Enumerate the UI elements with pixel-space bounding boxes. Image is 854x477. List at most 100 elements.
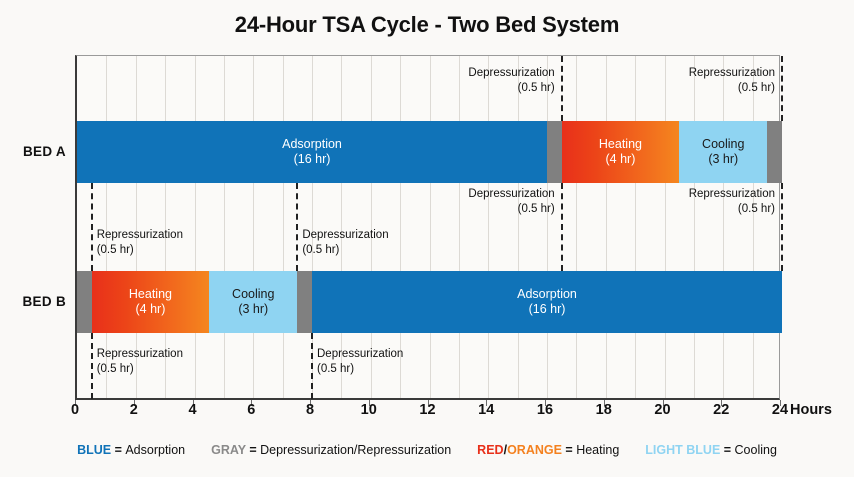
segment-label: Cooling bbox=[702, 137, 745, 152]
x-tick-label: 2 bbox=[129, 402, 138, 418]
x-tick-mark bbox=[75, 400, 76, 406]
bar-segment-repressurization[interactable] bbox=[767, 121, 782, 183]
gridline bbox=[752, 56, 754, 398]
legend-separator: = bbox=[111, 443, 126, 457]
legend-key: RED bbox=[477, 443, 504, 457]
x-tick-mark bbox=[133, 400, 135, 406]
gridline bbox=[517, 56, 519, 398]
gridline bbox=[488, 56, 490, 398]
x-tick-label: 22 bbox=[713, 402, 730, 418]
row-label-bed-a: BED A bbox=[22, 144, 66, 159]
gridline bbox=[253, 56, 255, 398]
bar-row-bed-a: Adsorption(16 hr)Heating(4 hr)Cooling(3 … bbox=[77, 121, 782, 183]
gridline bbox=[106, 56, 108, 398]
bar-segment-depressurization[interactable] bbox=[547, 121, 562, 183]
legend-key: LIGHT BLUE bbox=[645, 443, 721, 457]
segment-duration: (4 hr) bbox=[605, 152, 636, 166]
x-tick-mark bbox=[721, 400, 723, 406]
legend-separator: = bbox=[561, 443, 577, 457]
x-tick-label: 20 bbox=[654, 402, 671, 418]
gridline bbox=[370, 56, 372, 398]
gridline bbox=[400, 56, 402, 398]
x-tick-mark bbox=[780, 400, 781, 406]
legend-key: GRAY bbox=[211, 443, 246, 457]
bar-segment-cooling[interactable]: Cooling(3 hr) bbox=[679, 121, 768, 183]
segment-label: Adsorption bbox=[517, 287, 577, 302]
gridline bbox=[547, 56, 548, 398]
annotation-a-depress-top: Depressurization (0.5 hr) bbox=[468, 66, 554, 96]
x-tick-label: 4 bbox=[188, 402, 197, 418]
gridline bbox=[135, 56, 137, 398]
bar-segment-depressurization[interactable] bbox=[297, 271, 312, 333]
annotation-leader-line bbox=[560, 56, 563, 121]
x-tick-label: 12 bbox=[419, 402, 436, 418]
annotation-duration: (0.5 hr) bbox=[737, 202, 775, 215]
legend-separator: = bbox=[720, 443, 735, 457]
x-tick-mark bbox=[603, 400, 605, 406]
annotation-label: Repressurization bbox=[688, 188, 775, 200]
bar-segment-heating[interactable]: Heating(4 hr) bbox=[91, 271, 210, 333]
x-tick-mark bbox=[427, 400, 429, 406]
annotation-label: Depressurization bbox=[468, 67, 555, 79]
annotation-leader-line bbox=[296, 183, 299, 271]
annotation-label: Depressurization bbox=[302, 229, 389, 241]
segment-label: Heating bbox=[128, 287, 172, 302]
bar-segment-repressurization[interactable] bbox=[77, 271, 92, 333]
annotation-duration: (0.5 hr) bbox=[96, 243, 134, 256]
bar-row-bed-b: Heating(4 hr)Cooling(3 hr)Adsorption(16 … bbox=[77, 271, 782, 333]
gridline bbox=[429, 56, 431, 398]
x-tick-label: 18 bbox=[595, 402, 612, 418]
legend-value: Adsorption bbox=[125, 443, 186, 457]
segment-duration: (4 hr) bbox=[135, 302, 166, 316]
legend-slash: / bbox=[503, 443, 508, 457]
annotation-a-repress-top: Repressurization(0.5 hr) bbox=[689, 66, 775, 96]
gridline bbox=[664, 56, 666, 398]
x-tick-mark bbox=[662, 400, 664, 406]
legend-separator: = bbox=[245, 443, 261, 457]
gridline bbox=[693, 56, 695, 398]
bar-segment-heating[interactable]: Heating(4 hr) bbox=[561, 121, 680, 183]
annotation-duration: (0.5 hr) bbox=[317, 362, 355, 375]
segment-label: Cooling bbox=[232, 287, 275, 302]
annotation-label: Repressurization bbox=[688, 67, 775, 79]
annotation-leader-line bbox=[90, 333, 93, 399]
annotation-label: Repressurization bbox=[96, 229, 183, 241]
annotation-duration: (0.5 hr) bbox=[517, 81, 555, 94]
annotation-leader-line bbox=[90, 183, 93, 271]
row-label-bed-b: BED B bbox=[22, 294, 66, 309]
legend-item-heating: RED/ORANGE = Heating bbox=[477, 443, 619, 457]
segment-duration: (16 hr) bbox=[293, 152, 331, 166]
gridline bbox=[194, 56, 196, 398]
x-tick-mark bbox=[251, 400, 253, 406]
bar-segment-adsorption[interactable]: Adsorption(16 hr) bbox=[77, 121, 547, 183]
x-tick-mark bbox=[192, 400, 194, 406]
gridline bbox=[282, 56, 284, 398]
plot-area: Adsorption(16 hr)Heating(4 hr)Cooling(3 … bbox=[75, 55, 783, 400]
x-tick-mark bbox=[486, 400, 488, 406]
x-tick-label: 6 bbox=[247, 402, 256, 418]
legend-key: BLUE bbox=[77, 443, 112, 457]
gridline bbox=[165, 56, 167, 398]
bar-segment-cooling[interactable]: Cooling(3 hr) bbox=[209, 271, 298, 333]
x-tick-label: 16 bbox=[536, 402, 554, 418]
x-tick-label: 14 bbox=[478, 402, 495, 418]
annotation-b-repress-mid: Repressurization (0.5 hr) bbox=[97, 228, 183, 258]
annotation-duration: (0.5 hr) bbox=[517, 202, 555, 215]
x-tick-label: 0 bbox=[70, 402, 80, 418]
x-tick-label: 10 bbox=[360, 402, 377, 418]
segment-duration: (16 hr) bbox=[528, 302, 566, 316]
annotation-b-depress-bot: Depressurization (0.5 hr) bbox=[317, 347, 403, 377]
x-tick-mark bbox=[545, 400, 546, 406]
legend-item-depressurization-repressurization: GRAY = Depressurization/Repressurization bbox=[211, 443, 451, 457]
annotation-a-depress-mid: Depressurization(0.5 hr) bbox=[468, 187, 554, 217]
bar-segment-adsorption[interactable]: Adsorption(16 hr) bbox=[312, 271, 782, 333]
gridline bbox=[605, 56, 607, 398]
annotation-label: Depressurization bbox=[317, 348, 404, 360]
x-axis-unit-label: Hours bbox=[790, 402, 832, 418]
annotation-leader-line bbox=[781, 56, 783, 121]
annotation-a-repress-mid: Repressurization (0.5 hr) bbox=[689, 187, 775, 217]
legend-item-cooling: LIGHT BLUE = Cooling bbox=[645, 443, 777, 457]
gridline bbox=[458, 56, 460, 398]
annotation-duration: (0.5 hr) bbox=[96, 362, 134, 375]
